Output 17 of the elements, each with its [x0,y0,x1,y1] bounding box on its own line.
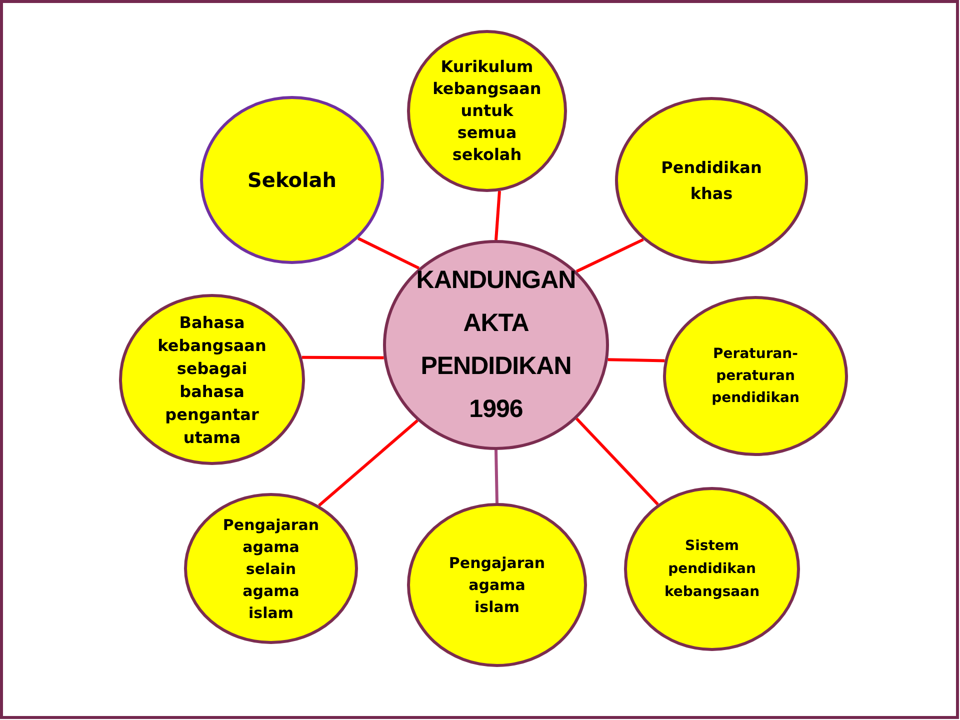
node-text: Sistem pendidikan kebangsaan [664,536,760,602]
node-text: Pengajaran agama islam [448,553,546,618]
node-text: Kurikulum kebangsaan untuk semua sekolah [432,56,542,166]
connector-line [358,237,420,270]
node-text: Pendidikan khas [661,156,762,204]
connector-line [576,238,644,273]
node-text: Bahasa kebangsaan sebagai bahasa pengantar utama [158,312,266,448]
connector-line [302,356,384,360]
connector-line [494,450,498,504]
node-text: Sekolah [247,167,337,193]
connector-line [608,358,665,362]
node-text: Peraturan-peraturan pendidikan [712,345,800,408]
node-text: Pengajaran agama selain agama islam [222,514,320,624]
connector-line [576,418,659,506]
connector-line [494,190,502,240]
connector-line [318,419,418,507]
node-text: KANDUNGAN AKTA PENDIDIKAN 1996 [416,265,576,425]
